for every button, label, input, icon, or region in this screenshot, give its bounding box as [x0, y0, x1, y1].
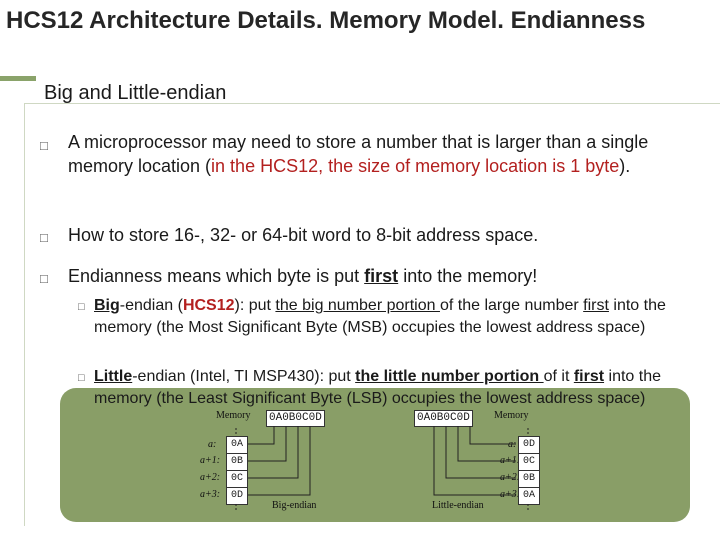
- address-label: a:: [208, 439, 217, 450]
- bullet-1-red: in the HCS12, the size of memory locatio…: [211, 156, 620, 176]
- sub-bullet-icon: □: [78, 372, 85, 384]
- arrow-line: [248, 426, 311, 496]
- bullet-1-post: ).: [619, 156, 631, 176]
- endianness-figure: Memory 0A0B0C0D a: a+1: a+2: a+3: 0A 0B …: [60, 388, 690, 522]
- arrow-line: [445, 426, 516, 479]
- memory-label-big: Memory: [216, 410, 251, 421]
- memory-cell: 0A: [226, 436, 248, 454]
- little-word: Little: [94, 368, 133, 385]
- memory-cell: 0D: [226, 487, 248, 505]
- bullet-3-pre: Endianness means which byte is put: [68, 266, 365, 286]
- sub-bullet-2-text: Little-endian (Intel, TI MSP430): put th…: [94, 366, 694, 410]
- underline-big-portion: the big number portion: [275, 297, 440, 314]
- big-word: Big: [94, 297, 120, 314]
- text-span: ): put: [234, 297, 276, 314]
- text-span: -endian (Intel, TI MSP430): put: [132, 368, 356, 385]
- text-span: of the large number: [439, 297, 584, 314]
- bullet-square-icon: □: [40, 138, 48, 153]
- address-label: a+2:: [200, 472, 221, 483]
- text-span: into the memory (the Least Significant B…: [94, 368, 661, 407]
- bullet-2-text: How to store 16-, 32- or 64-bit word to …: [68, 225, 539, 245]
- word-box-little: 0A0B0C0D: [414, 410, 473, 427]
- arrow-line: [433, 426, 516, 496]
- arrow-line: [457, 426, 516, 462]
- bullet-1-pre: A microprocessor may need to store a num…: [68, 132, 649, 176]
- text-span: of it: [543, 368, 574, 385]
- sub-bullet-1-text: Big-endian (HCS12): put the big number p…: [94, 295, 694, 339]
- bullet-square-icon: □: [40, 230, 48, 245]
- page-title: HCS12 Architecture Details. Memory Model…: [6, 7, 646, 34]
- bullet-1-text: A microprocessor may need to store a num…: [68, 130, 698, 178]
- arrow-line: [248, 426, 287, 462]
- underline-little-portion: the little number portion: [355, 368, 544, 385]
- divider-horizontal: [24, 103, 720, 104]
- text-span: into the memory (the Most Significant By…: [94, 297, 666, 336]
- bullet-3-text: Endianness means which byte is put first…: [68, 264, 698, 288]
- address-label: a+1:: [200, 455, 221, 466]
- arrow-line: [248, 426, 299, 479]
- memory-cell: 0A: [518, 487, 540, 505]
- word-box-big: 0A0B0C0D: [266, 410, 325, 427]
- section-subtitle: Big and Little-endian: [44, 82, 227, 104]
- underline-first: first: [583, 297, 609, 314]
- address-label: a+3:: [200, 489, 221, 500]
- memory-label-little: Memory: [494, 410, 529, 421]
- arrow-line: [248, 426, 275, 445]
- endianness-diagram: Memory 0A0B0C0D a: a+1: a+2: a+3: 0A 0B …: [60, 388, 690, 522]
- caption-little-endian: Little-endian: [432, 500, 484, 511]
- hcs12-red: HCS12: [182, 297, 235, 314]
- underline-first: first: [573, 368, 605, 385]
- memory-cell: 0B: [226, 453, 248, 471]
- memory-cell: 0D: [518, 436, 540, 454]
- divider-vertical: [24, 104, 25, 526]
- sub-bullet-icon: □: [78, 301, 85, 313]
- text-span: -endian (: [119, 297, 183, 314]
- bullet-square-icon: □: [40, 271, 48, 286]
- arrow-line: [469, 426, 516, 445]
- bullet-3-post: into the memory!: [398, 266, 538, 286]
- byte-arrows: [235, 426, 529, 512]
- accent-bar: [0, 76, 36, 81]
- memory-cell: 0C: [518, 453, 540, 471]
- bullet-3-underline: first: [364, 266, 399, 286]
- caption-big-endian: Big-endian: [272, 500, 317, 511]
